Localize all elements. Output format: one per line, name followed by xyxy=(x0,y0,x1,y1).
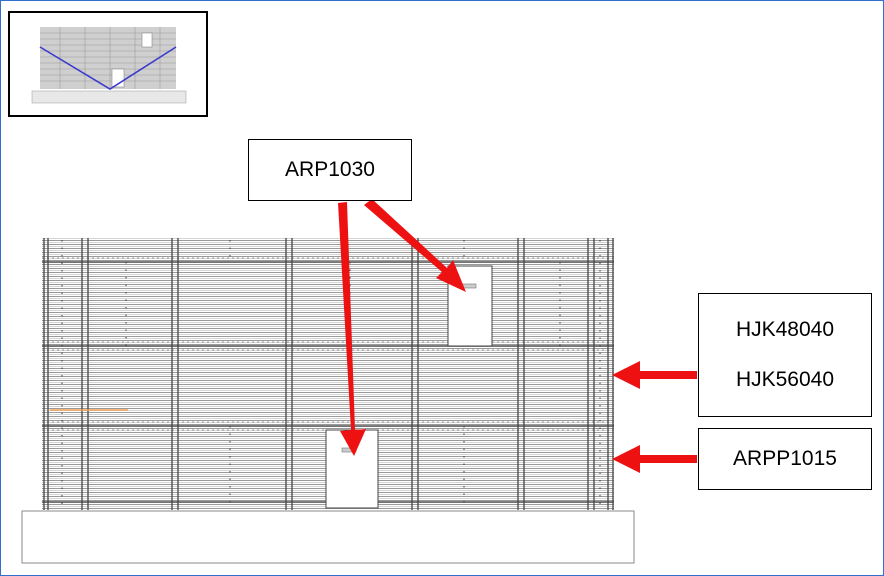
label-arpp1015: ARPP1015 xyxy=(698,428,872,490)
label-arpp1015-text: ARPP1015 xyxy=(733,447,837,470)
label-arp1030: ARP1030 xyxy=(248,139,412,201)
vertical-stiffeners xyxy=(43,238,614,510)
tank-thumbnail xyxy=(8,11,208,117)
label-hjk56040-text: HJK56040 xyxy=(735,368,835,391)
tank-base xyxy=(21,510,635,564)
tank-thumbnail-icon xyxy=(31,27,187,104)
arrow-icon xyxy=(338,199,697,473)
label-hjk-pair: HJK48040 HJK56040 xyxy=(698,293,872,417)
label-hjk48040-text: HJK48040 xyxy=(735,318,835,341)
label-arp1030-text: ARP1030 xyxy=(285,158,375,181)
